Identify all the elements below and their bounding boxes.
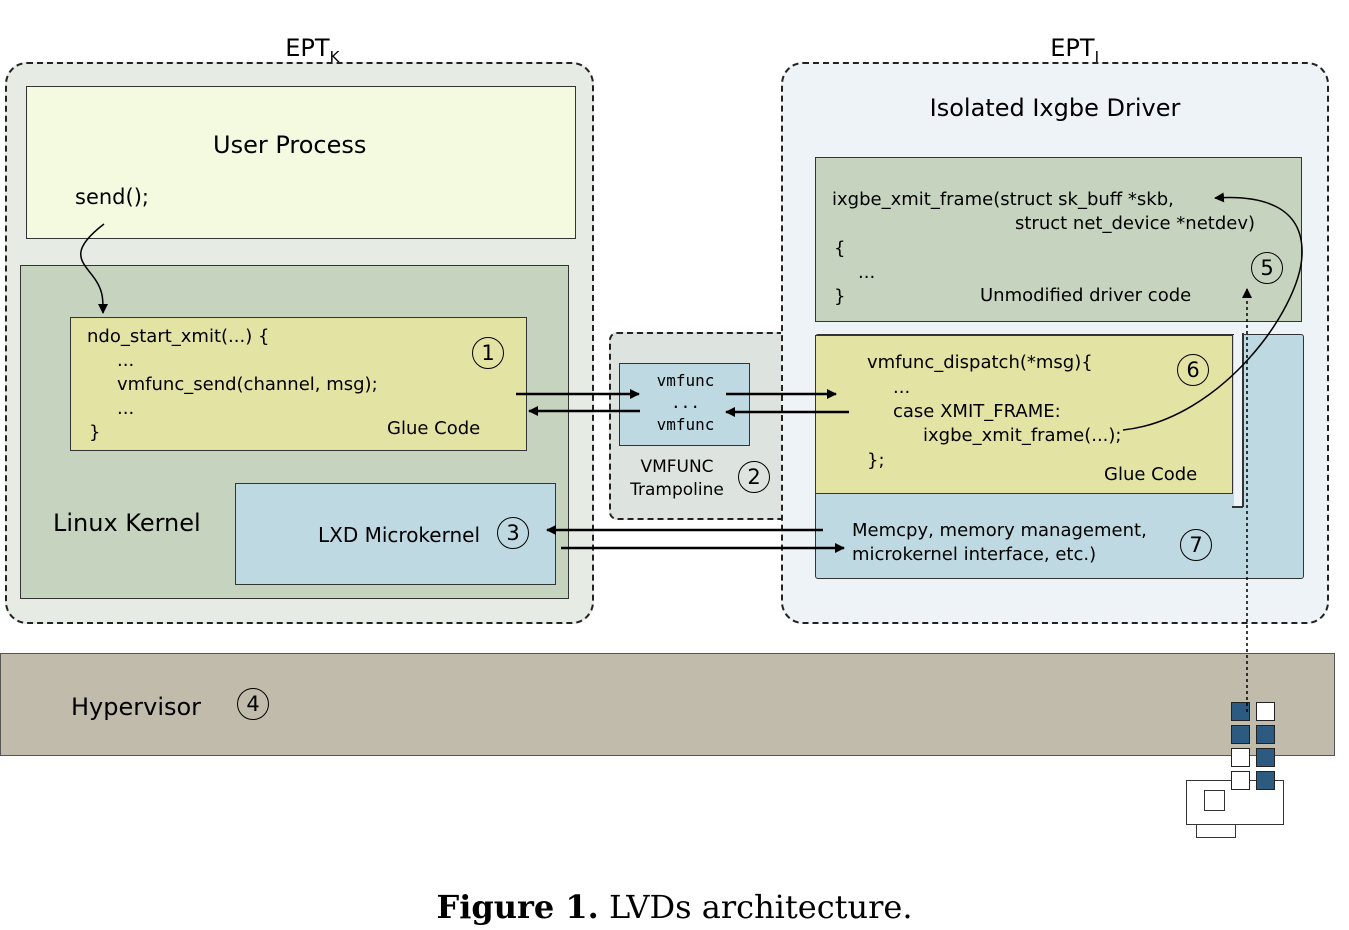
dispatch-line-1: vmfunc_dispatch(*msg){ <box>867 352 1093 373</box>
glue-line-5: } <box>89 422 101 443</box>
driver-line-3: { <box>834 238 846 259</box>
glue-line-4: ... <box>117 398 135 419</box>
driver-line-2: struct net_device *netdev) <box>1015 213 1256 234</box>
user-process-title: User Process <box>213 131 367 159</box>
ept-k-label: EPTK <box>270 12 339 65</box>
page-cell <box>1231 748 1250 767</box>
nic-chip <box>1204 790 1225 811</box>
send-call: send(); <box>75 185 149 209</box>
isolated-driver-title: Isolated Ixgbe Driver <box>929 94 1181 122</box>
dispatch-line-3: case XMIT_FRAME: <box>893 401 1061 422</box>
library-line-1: Memcpy, memory management, <box>852 520 1147 541</box>
marker-2: 2 <box>738 461 770 493</box>
dispatch-line-5: }; <box>867 450 885 471</box>
driver-code-box: ixgbe_xmit_frame(struct sk_buff *skb, st… <box>815 157 1302 322</box>
library-notch-edge <box>1242 333 1244 507</box>
library-line-2: microkernel interface, etc.) <box>852 544 1097 565</box>
dispatch-call-curve <box>1122 192 1303 431</box>
dispatch-line-2: ... <box>893 377 911 398</box>
glue-line-2: ... <box>117 350 135 371</box>
caption-text: LVDs architecture. <box>598 888 913 926</box>
driver-line-1: ixgbe_xmit_frame(struct sk_buff *skb, <box>832 189 1174 210</box>
ept-k-base: EPT <box>285 34 330 62</box>
trampoline-code-2: ... <box>671 393 700 412</box>
marker-5: 5 <box>1251 252 1283 284</box>
page-cell <box>1256 702 1275 721</box>
driver-line-5: } <box>834 286 846 307</box>
page-cell <box>1256 771 1275 790</box>
lxd-microkernel-label: LXD Microkernel <box>318 523 481 547</box>
marker-7: 7 <box>1180 529 1212 561</box>
kernel-glue-label: Glue Code <box>387 418 481 439</box>
trampoline-code-box: vmfunc ... vmfunc <box>619 363 750 446</box>
hypervisor-label: Hypervisor <box>71 693 202 721</box>
trampoline-label-line2: Trampoline <box>630 480 724 500</box>
dispatch-glue-code-box: vmfunc_dispatch(*msg){ ... case XMIT_FRA… <box>815 335 1233 494</box>
glue-line-1: ndo_start_xmit(...) { <box>87 326 270 347</box>
glue-line-3: vmfunc_send(channel, msg); <box>117 374 378 395</box>
ept-k-subscript: K <box>329 48 340 66</box>
linux-kernel-title: Linux Kernel <box>53 509 201 537</box>
user-process-box: User Process send(); <box>26 86 576 239</box>
marker-3: 3 <box>497 517 529 549</box>
ept-i-subscript: I <box>1094 48 1099 66</box>
kernel-glue-code-box: ndo_start_xmit(...) { ... vmfunc_send(ch… <box>70 317 527 451</box>
trampoline-code-1: vmfunc <box>656 371 715 390</box>
dispatch-line-4: ixgbe_xmit_frame(...); <box>923 425 1122 446</box>
driver-code-label: Unmodified driver code <box>980 285 1192 306</box>
page-cell <box>1231 702 1250 721</box>
marker-6: 6 <box>1177 354 1209 386</box>
library-notch <box>1234 333 1243 507</box>
hypervisor-bar: Hypervisor <box>0 653 1335 756</box>
page-cell <box>1256 748 1275 767</box>
ept-i-label: EPTI <box>1035 12 1099 65</box>
page-cell <box>1256 725 1275 744</box>
trampoline-code-3: vmfunc <box>656 415 715 434</box>
library-notch-bottom <box>1232 506 1243 508</box>
caption-bold: Figure 1. <box>436 888 599 926</box>
dispatch-glue-label: Glue Code <box>1104 464 1198 485</box>
marker-4: 4 <box>237 688 269 720</box>
page-cell <box>1231 771 1250 790</box>
driver-line-4: ... <box>858 262 876 283</box>
marker-1: 1 <box>472 337 504 369</box>
ept-i-base: EPT <box>1050 34 1095 62</box>
send-flow-arrow <box>80 223 109 314</box>
nic-connector <box>1196 824 1236 838</box>
figure-caption: Figure 1. LVDs architecture. <box>0 888 1349 926</box>
page-cell <box>1231 725 1250 744</box>
trampoline-label-line1: VMFUNC <box>640 457 714 477</box>
